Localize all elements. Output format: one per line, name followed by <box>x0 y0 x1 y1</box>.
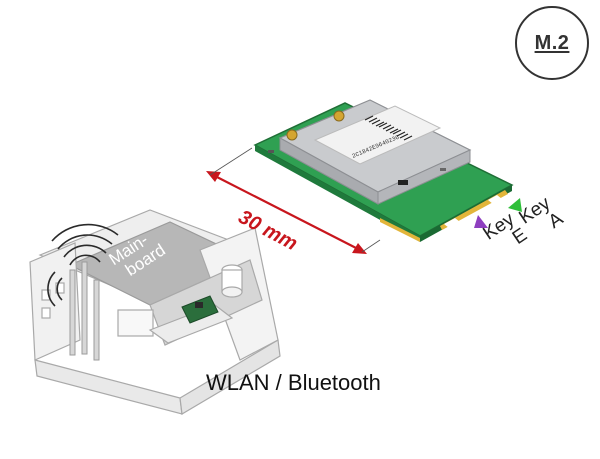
dimension-arrow <box>206 147 381 254</box>
caption: WLAN / Bluetooth <box>206 370 381 395</box>
m2-badge-label: M.2 <box>534 31 570 54</box>
key-a-marker-icon <box>508 198 522 212</box>
antennas <box>69 261 100 361</box>
installed-module <box>181 295 219 324</box>
m2-module <box>253 99 514 242</box>
key-notch-a <box>488 195 502 204</box>
enclosure <box>29 209 281 415</box>
key-e-marker-icon <box>474 215 488 228</box>
serial-label <box>313 105 442 165</box>
wireless-signal-icon <box>47 223 119 307</box>
barcode <box>364 115 413 141</box>
antenna-connector-1 <box>286 129 298 141</box>
m2-badge: M.2 <box>515 6 589 80</box>
antenna-connector-2 <box>333 110 345 122</box>
key-notch-e <box>444 218 460 228</box>
